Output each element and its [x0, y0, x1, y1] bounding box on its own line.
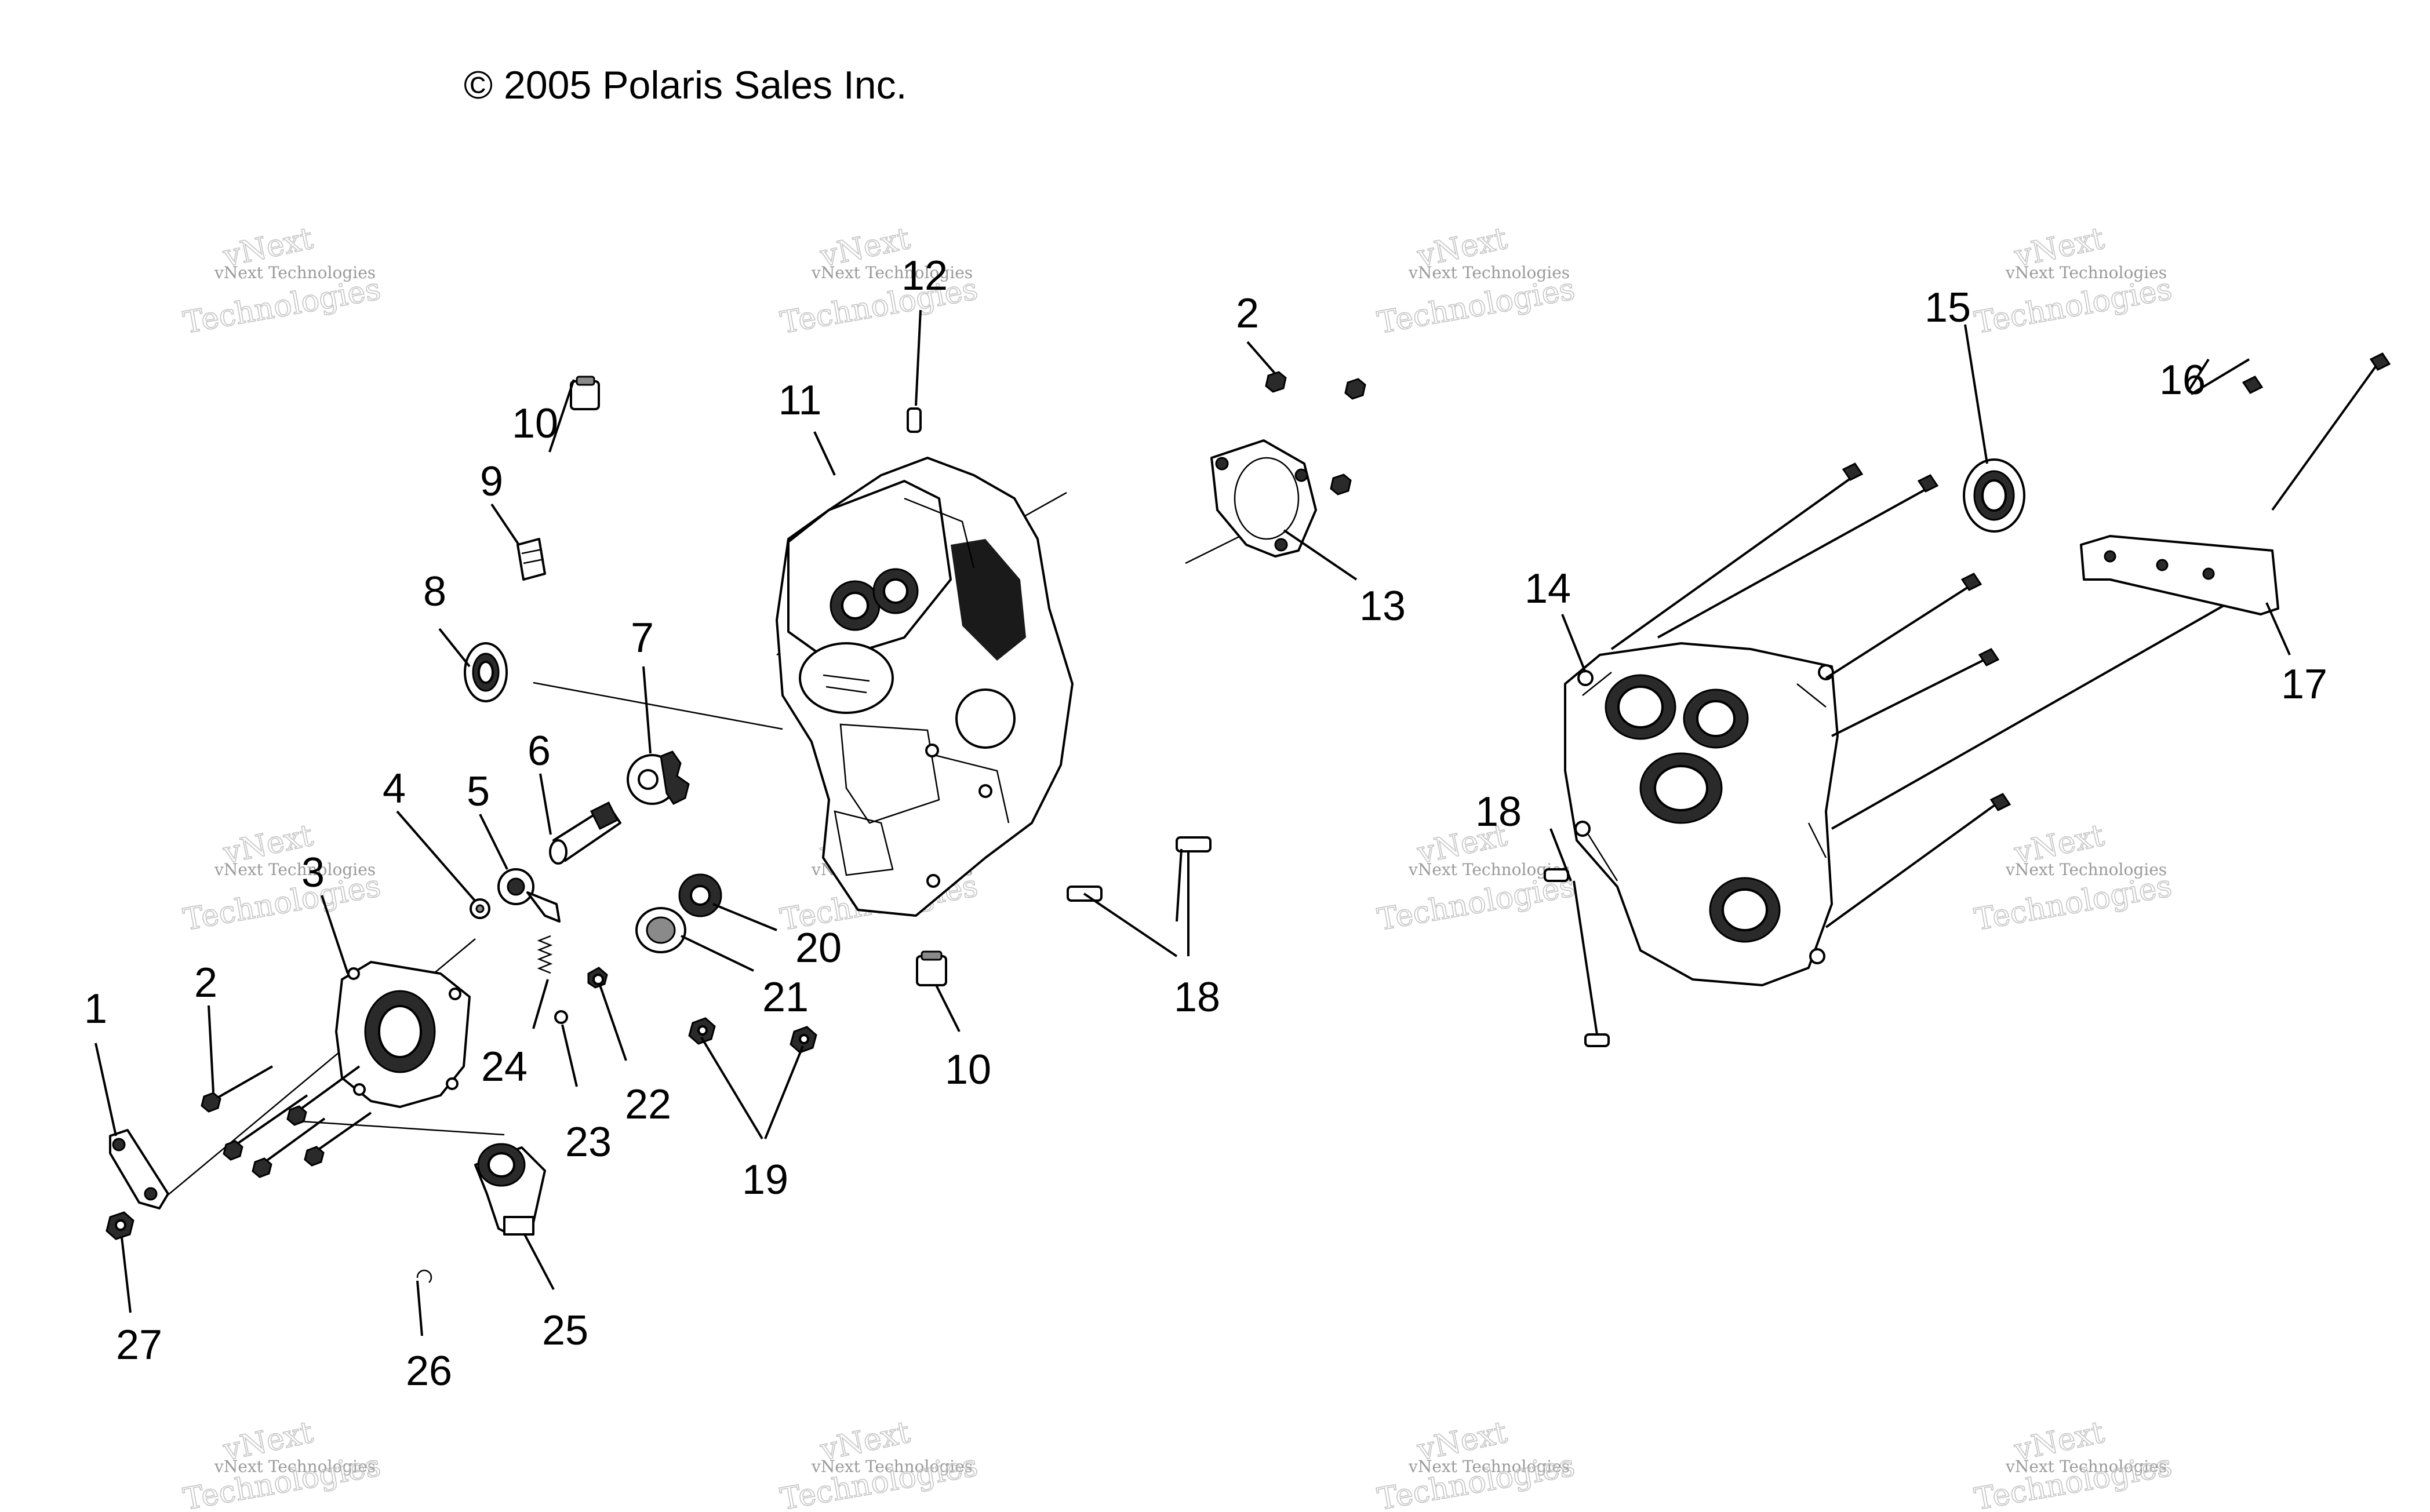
callout-27: 27: [116, 1322, 162, 1368]
gearcase-housing: [776, 457, 1074, 917]
callout-13: 13: [1359, 583, 1406, 629]
cover-3: [335, 961, 471, 1108]
gear-22: [587, 967, 608, 989]
dowel-pin-12: [907, 407, 922, 433]
callout-22: 22: [625, 1081, 671, 1128]
callout-3: 3: [301, 850, 325, 896]
screws-2-top: [1265, 371, 1366, 496]
plug-10-top: [570, 376, 600, 410]
callout-19: 19: [742, 1157, 788, 1203]
svg-text:vNext Technologies: vNext Technologies: [1408, 1457, 1570, 1476]
gear-20: [678, 873, 722, 917]
shaft-6: [549, 801, 621, 865]
callout-18-center: 18: [1174, 974, 1220, 1021]
copyright-notice: © 2005 Polaris Sales Inc.: [464, 63, 907, 107]
svg-text:vNext Technologies: vNext Technologies: [214, 860, 376, 879]
dowel-pins-18: [1067, 836, 1610, 1047]
ball-23: [554, 1010, 568, 1024]
callout-5: 5: [467, 768, 490, 815]
callout-23: 23: [565, 1119, 612, 1165]
watermark-r2-c1: vNext vNext Technologies Technologies: [180, 818, 384, 938]
axis-line-left-upper: [533, 682, 783, 730]
watermark-r3-c1: vNext vNext Technologies Technologies: [180, 1415, 384, 1512]
leader-lines: [94, 309, 2291, 1336]
watermark-r3-c3: vNext vNext Technologies Technologies: [1374, 1415, 1578, 1512]
callout-16: 16: [2159, 357, 2206, 403]
callout-25: 25: [542, 1307, 588, 1354]
spring-24: [537, 935, 553, 974]
callout-2-top: 2: [1236, 290, 1259, 337]
seal-8: [464, 642, 508, 702]
gear-7: [627, 750, 690, 805]
callout-1: 1: [84, 986, 107, 1032]
svg-text:vNext Technologies: vNext Technologies: [2005, 263, 2167, 282]
callout-21: 21: [762, 974, 809, 1021]
callout-17: 17: [2281, 661, 2327, 708]
watermark-r2-c4: vNext vNext Technologies Technologies: [1971, 818, 2175, 938]
nut-27: [106, 1211, 134, 1240]
watermark-r1-c3: vNext vNext Technologies Technologies: [1374, 221, 1578, 341]
plate-9: [516, 538, 546, 581]
bracket-17: [2080, 535, 2279, 615]
callout-8: 8: [423, 569, 446, 615]
svg-text:vNext Technologies: vNext Technologies: [811, 1457, 973, 1476]
svg-text:vNext Technologies: vNext Technologies: [214, 263, 376, 282]
housing-port: [955, 688, 1016, 749]
screws-2-bottom: [201, 1065, 372, 1178]
callout-15: 15: [1925, 285, 1971, 331]
callout-18-right: 18: [1475, 789, 1522, 835]
callout-6: 6: [528, 728, 551, 774]
callout-7: 7: [631, 615, 654, 661]
assembly-axis-lines: [162, 491, 1258, 1200]
link-1: [109, 1129, 169, 1209]
plug-10-bottom: [916, 950, 947, 986]
washer-4: [470, 898, 490, 919]
svg-text:vNext Technologies: vNext Technologies: [1408, 860, 1570, 879]
svg-text:vNext Technologies: vNext Technologies: [2005, 860, 2167, 879]
bearing-21: [635, 907, 686, 953]
callout-labels: 1 2 2 3 4 5 6 7 8 9 10 10 11 12 13 14 15…: [84, 253, 2327, 1394]
svg-text:vNext Technologies: vNext Technologies: [214, 1457, 376, 1476]
callout-4: 4: [383, 766, 406, 812]
long-bolts-16: [1610, 352, 2391, 928]
callout-12: 12: [901, 253, 948, 299]
callout-24: 24: [481, 1044, 528, 1090]
svg-text:vNext Technologies: vNext Technologies: [1408, 263, 1570, 282]
callout-11: 11: [779, 377, 822, 424]
callout-10-top: 10: [512, 400, 558, 447]
svg-text:vNext Technologies: vNext Technologies: [2005, 1457, 2167, 1476]
case-half-14: [1564, 642, 1839, 986]
clip-26: [416, 1269, 432, 1283]
nuts-19: [688, 1017, 817, 1054]
watermark-group: vNext vNext Technologies Technologies vN…: [180, 221, 2175, 1512]
svg-text:vNext Technologies: vNext Technologies: [811, 263, 973, 282]
watermark-r1-c4: vNext vNext Technologies Technologies: [1971, 221, 2175, 341]
cover-plate-13: [1210, 439, 1317, 558]
watermark-r3-c2: vNext vNext Technologies Technologies: [777, 1415, 981, 1512]
seal-15: [1963, 458, 2025, 533]
callout-2-bottom: 2: [194, 960, 217, 1006]
callout-26: 26: [406, 1348, 452, 1394]
watermark-r1-c1: vNext vNext Technologies Technologies: [180, 221, 384, 341]
callout-10-bottom: 10: [945, 1047, 991, 1093]
axis-line-lower: [301, 1120, 505, 1136]
callout-9: 9: [480, 458, 503, 505]
lever-5: [497, 868, 561, 923]
actuator-25: [474, 1143, 546, 1236]
watermark-r3-c4: vNext vNext Technologies Technologies: [1971, 1415, 2175, 1512]
watermark-r1-c2: vNext vNext Technologies Technologies: [777, 221, 981, 341]
callout-14: 14: [1525, 566, 1571, 612]
callout-20: 20: [795, 925, 842, 971]
